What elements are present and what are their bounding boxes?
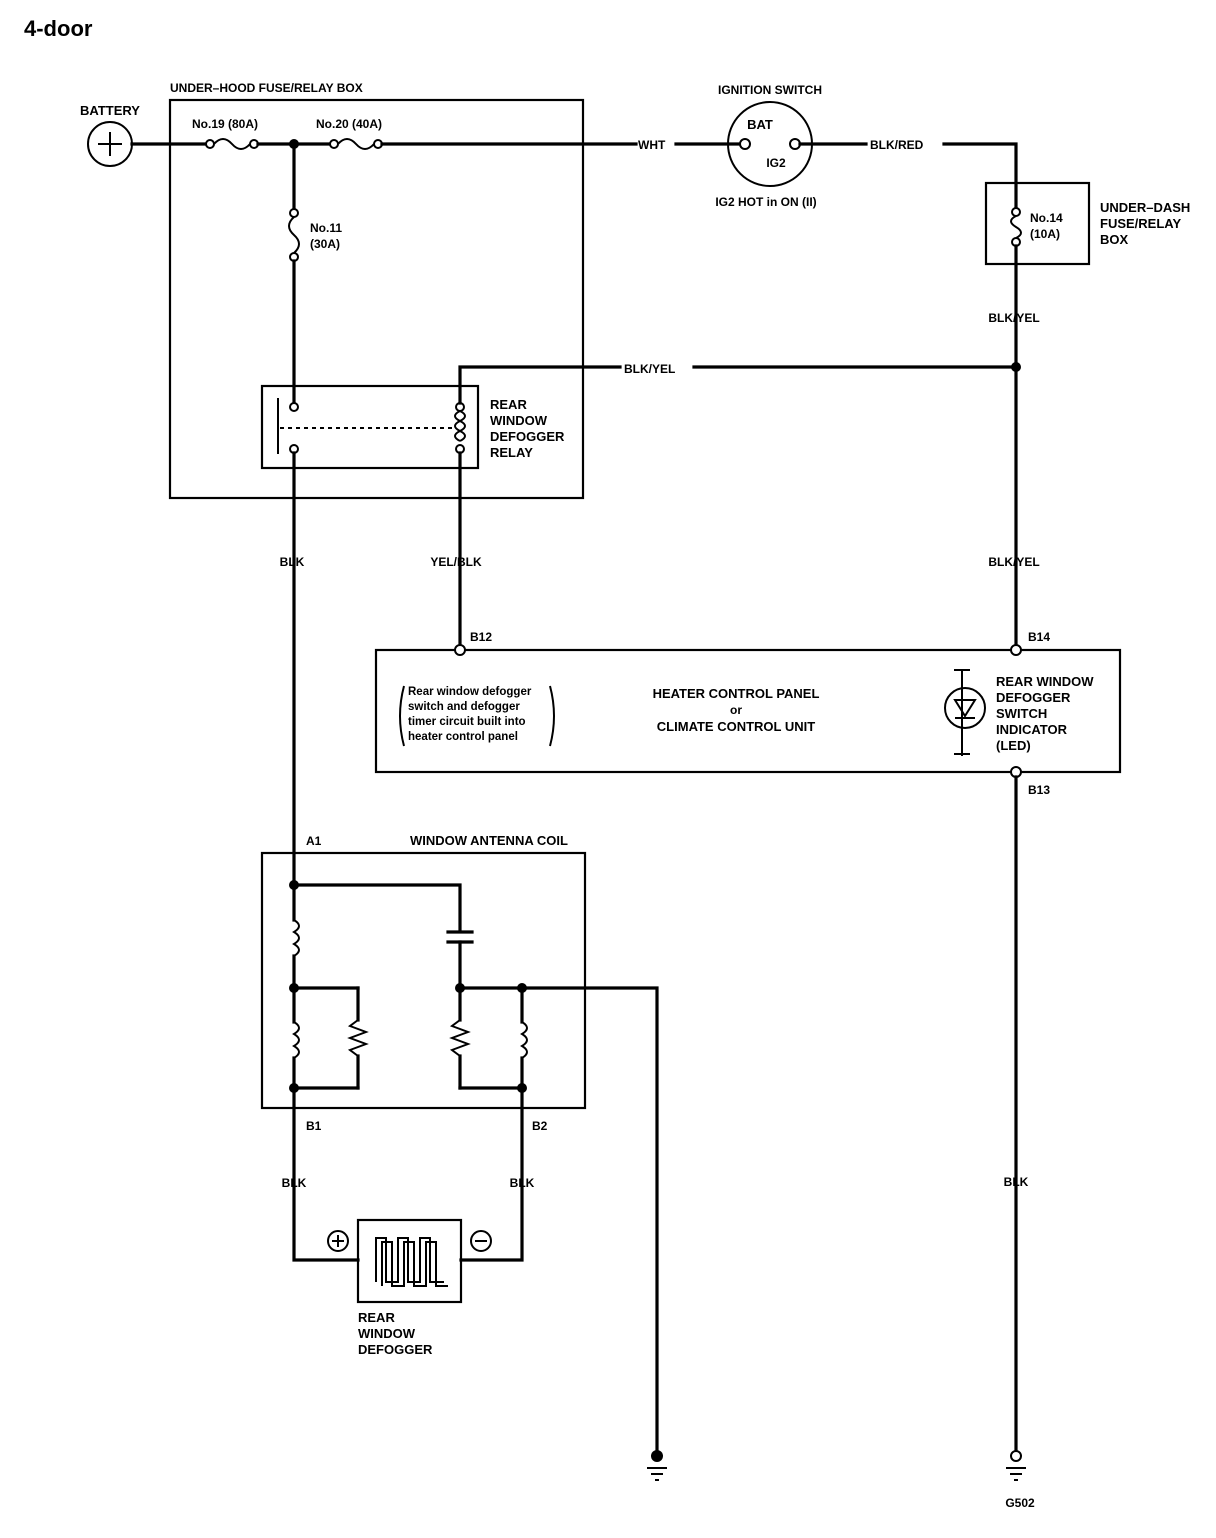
panel-note-1: Rear window defogger (408, 686, 532, 698)
window-antenna-coil-box (260, 851, 587, 1110)
under-dash-box-label-1: UNDER–DASH (1100, 200, 1190, 215)
blk-relay-label: BLK (280, 555, 305, 569)
pin-a1-label: A1 (306, 834, 322, 848)
fuse19-label: No.19 (80A) (192, 117, 258, 131)
yel-blk-label: YEL/BLK (430, 555, 482, 569)
defogger-label-2: WINDOW (358, 1326, 416, 1341)
fuse20-label: No.20 (40A) (316, 117, 382, 131)
blk-red-wire-label: BLK/RED (870, 138, 924, 152)
blk-b2-label: BLK (510, 1176, 535, 1190)
wire-blkyel-relay-coil (458, 365, 622, 405)
panel-name-2: or (730, 703, 742, 717)
ground-g502-symbol (1006, 1450, 1026, 1481)
blk-yel-right-label: BLK/YEL (988, 555, 1039, 569)
indicator-label-5: (LED) (996, 738, 1031, 753)
wire-blkred-fuse14 (942, 142, 1018, 210)
ignition-ig2-label: IG2 (766, 156, 786, 170)
under-hood-fuse-relay-box (168, 98, 585, 500)
diagram-title: 4-door (24, 16, 93, 41)
wire-b1-defogger (292, 1086, 360, 1262)
negative-terminal-icon (470, 1230, 492, 1252)
relay-label-2: WINDOW (490, 413, 548, 428)
wht-wire-label: WHT (638, 138, 666, 152)
rear-window-defogger-relay-body (260, 384, 480, 470)
indicator-label-2: DEFOGGER (996, 690, 1071, 705)
fuse14-label-a: No.14 (1030, 211, 1063, 225)
battery-symbol (87, 121, 133, 167)
under-dash-box-label-3: BOX (1100, 232, 1129, 247)
antenna-title: WINDOW ANTENNA COIL (410, 833, 568, 848)
blk-b1-label: BLK (282, 1176, 307, 1190)
panel-note-3: timer circuit built into (408, 716, 526, 728)
led-indicator-icon (944, 669, 986, 756)
under-dash-box-label-2: FUSE/RELAY (1100, 216, 1181, 231)
pin-b1-label: B1 (306, 1119, 322, 1133)
under-dash-fuse-relay-box (984, 181, 1091, 266)
battery-label: BATTERY (80, 103, 140, 118)
pin-b2-label: B2 (532, 1119, 548, 1133)
relay-label-1: REAR (490, 397, 527, 412)
note-brackets (399, 685, 555, 747)
wire-antenna-ground (520, 986, 659, 1454)
indicator-label-3: SWITCH (996, 706, 1047, 721)
indicator-label-4: INDICATOR (996, 722, 1068, 737)
wire-b2-defogger (459, 1086, 524, 1262)
pin-b14-terminal (1010, 644, 1022, 656)
defogger-grid-icon (375, 1237, 448, 1287)
pin-b14-label: B14 (1028, 630, 1050, 644)
blk-yel-mid-label: BLK/YEL (624, 362, 675, 376)
ignition-note: IG2 HOT in ON (II) (715, 195, 816, 209)
heater-control-panel-box (374, 648, 1122, 774)
g502-label: G502 (1005, 1496, 1035, 1510)
fuse-19 (205, 138, 259, 150)
blk-yel-top-label: BLK/YEL (988, 311, 1039, 325)
ground-symbol (647, 1450, 667, 1481)
defogger-label-3: DEFOGGER (358, 1342, 433, 1357)
panel-note-2: switch and defogger (408, 701, 520, 713)
panel-note-4: heater control panel (408, 731, 518, 743)
fuse-20 (329, 138, 383, 150)
positive-terminal-icon (327, 1230, 349, 1252)
ignition-bat-label: BAT (747, 117, 773, 132)
pin-b12-terminal (454, 644, 466, 656)
pin-b13-label: B13 (1028, 783, 1050, 797)
under-hood-box-label: UNDER–HOOD FUSE/RELAY BOX (170, 81, 363, 95)
rear-window-defogger-box (356, 1218, 463, 1304)
ignition-switch-title: IGNITION SWITCH (718, 83, 822, 97)
fuse11-label-b: (30A) (310, 237, 340, 251)
blk-ground-label: BLK (1004, 1175, 1029, 1189)
fuse14-label-b: (10A) (1030, 227, 1060, 241)
pin-b12-label: B12 (470, 630, 492, 644)
relay-label-3: DEFOGGER (490, 429, 565, 444)
panel-name-1: HEATER CONTROL PANEL (653, 686, 820, 701)
relay-label-4: RELAY (490, 445, 533, 460)
fuse11-label-a: No.11 (310, 221, 342, 235)
fuse-11 (288, 208, 300, 262)
indicator-label-1: REAR WINDOW (996, 674, 1094, 689)
relay-coil (454, 402, 466, 454)
defogger-label-1: REAR (358, 1310, 395, 1325)
antenna-coil-network (289, 880, 528, 1093)
fuse-14 (1010, 207, 1022, 247)
relay-contacts (277, 398, 452, 454)
panel-name-3: CLIMATE CONTROL UNIT (657, 719, 815, 734)
